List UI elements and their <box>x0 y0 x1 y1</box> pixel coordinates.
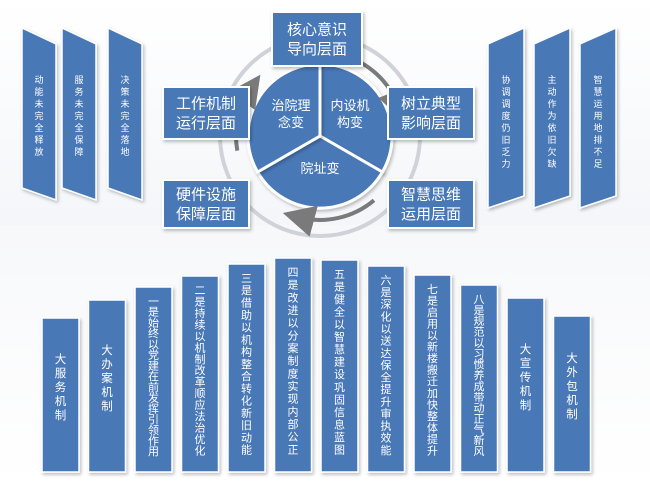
bottom-banner-label: 三是借助以机构整合转化新旧动能 <box>241 272 252 457</box>
bottom-banner-label: 大服务机制 <box>55 352 67 422</box>
bottom-banner <box>227 263 266 473</box>
left-banner-label: 决策未完全落地 <box>120 74 129 158</box>
right-banner <box>487 26 525 210</box>
bottom-banner-label: 四是改进以分案制度实现内部公正 <box>288 266 299 456</box>
bottom-banner <box>506 297 545 473</box>
bottom-banner <box>320 259 359 473</box>
layer-label-left-lower: 硬件设施保障层面 <box>176 186 236 224</box>
bottom-banner-label: 一是始终以党建在前发挥引领作用 <box>148 295 159 458</box>
bottom-banner-label: 二是持续以机制改革顺应法治优化 <box>195 284 206 458</box>
bottom-banner-label: 七是启用以新楼搬迁加快整体提升 <box>427 283 438 457</box>
layer-box-right-upper <box>387 86 475 140</box>
layer-label-right-lower: 智慧思维运用层面 <box>401 186 461 224</box>
right-banner <box>533 26 571 210</box>
layer-box-left-lower <box>162 179 250 229</box>
left-banner-label: 服务未完全保障 <box>74 75 83 158</box>
bottom-banner <box>459 284 499 473</box>
sector-label-right: 内设机构变 <box>330 98 369 131</box>
bottom-banner <box>134 286 173 473</box>
bottom-banner-label: 大外包机制 <box>566 351 578 421</box>
bottom-banner <box>413 274 452 473</box>
layer-box-right-lower <box>387 179 475 229</box>
left-banner-label: 动能未完全释放 <box>34 75 43 158</box>
bottom-banner <box>366 265 406 473</box>
bottom-banner-label: 五是健全以智慧建设巩固信息蓝图 <box>334 268 345 456</box>
bottom-banner <box>180 275 220 473</box>
right-banner-label: 智慧运用地排不足 <box>593 74 602 170</box>
layer-label-right-upper: 树立典型影响层面 <box>401 95 461 133</box>
bottom-banner <box>273 257 313 473</box>
right-banner-label: 协调调度仍旧乏力 <box>501 74 510 170</box>
bottom-banner-label: 六是深化以送达保全提升审执效能 <box>381 274 392 457</box>
right-banner <box>579 26 617 210</box>
right-banner-label: 主动作为依旧欠缺 <box>547 74 556 170</box>
left-banner <box>21 26 57 202</box>
layer-box-top <box>271 11 363 67</box>
arrow-bottom <box>282 198 376 237</box>
sector-label-bottom: 院址变 <box>300 161 339 177</box>
bottom-banner <box>41 317 80 473</box>
layer-label-top: 核心意识导向层面 <box>287 21 347 59</box>
layer-box-left-upper <box>162 86 250 140</box>
bottom-banner-label: 大宣传机制 <box>520 342 532 412</box>
bottom-banner <box>552 315 592 473</box>
bottom-banner-label: 八是规范以习惯养成带动正气新风 <box>474 293 485 458</box>
left-banner <box>61 26 97 202</box>
bottom-banner <box>87 299 127 473</box>
bottom-banner-label: 大办案机制 <box>101 343 113 413</box>
layer-label-left-upper: 工作机制运行层面 <box>176 95 236 133</box>
left-banner <box>107 26 143 202</box>
sector-label-left: 治院理念变 <box>271 99 310 131</box>
